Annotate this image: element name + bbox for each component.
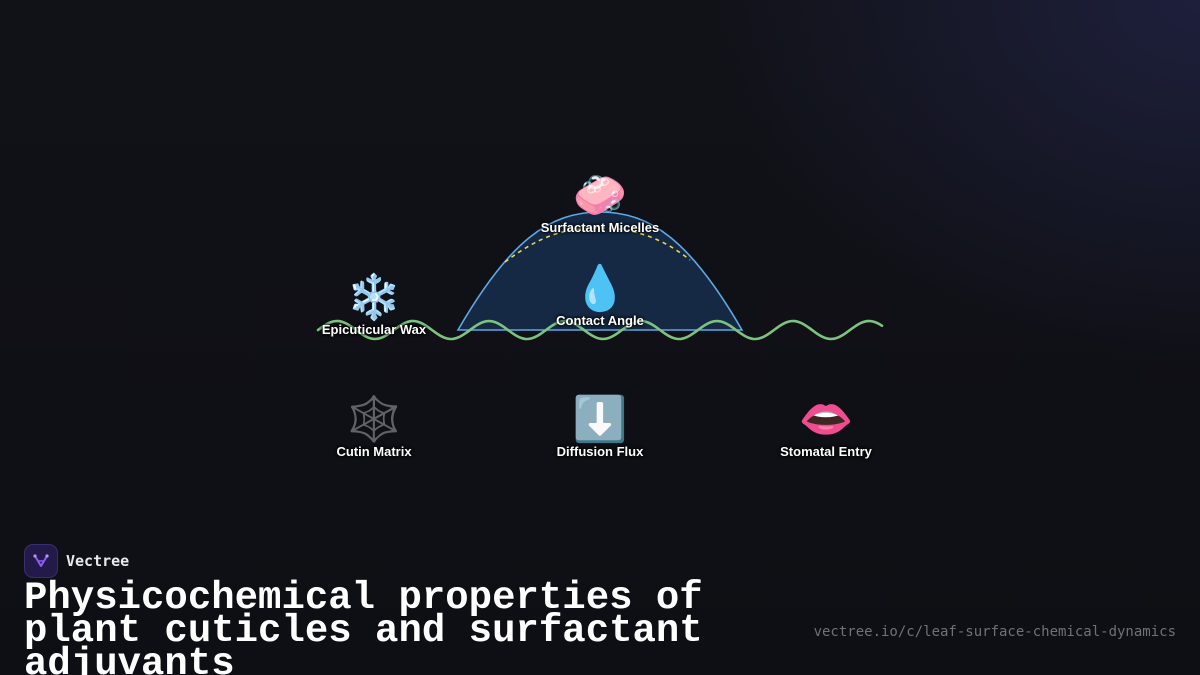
- mouth-icon: 👄: [798, 395, 854, 444]
- diffusion-flux-node: ⬇️ Diffusion Flux: [500, 395, 700, 460]
- brand: Vectree: [24, 544, 129, 578]
- surfactant-micelles-label: Surfactant Micelles: [540, 220, 660, 235]
- droplet-icon: 💧: [572, 264, 628, 313]
- contact-angle-label: Contact Angle: [556, 313, 644, 328]
- soap-icon: 🧼: [572, 171, 628, 220]
- cutin-matrix-node: 🕸️ Cutin Matrix: [274, 395, 474, 460]
- snowflake-icon: ❄️: [346, 273, 402, 322]
- diffusion-flux-label: Diffusion Flux: [556, 444, 644, 459]
- surfactant-micelles-node: 🧼 Surfactant Micelles: [500, 171, 700, 236]
- stomatal-entry-node: 👄 Stomatal Entry: [726, 395, 926, 460]
- epicuticular-wax-node: ❄️ Epicuticular Wax: [274, 273, 474, 338]
- cutin-matrix-label: Cutin Matrix: [336, 444, 412, 459]
- stomatal-entry-label: Stomatal Entry: [780, 444, 872, 459]
- vectree-logo-icon: [24, 544, 58, 578]
- brand-name: Vectree: [66, 552, 130, 570]
- spider-web-icon: 🕸️: [346, 395, 402, 444]
- page-title: Physicochemical properties of plant cuti…: [24, 576, 703, 675]
- down-arrow-icon: ⬇️: [572, 395, 628, 444]
- epicuticular-wax-label: Epicuticular Wax: [321, 322, 427, 337]
- leaf-surface-wave: [316, 319, 884, 341]
- source-url: vectree.io/c/leaf-surface-chemical-dynam…: [813, 624, 1176, 640]
- contact-angle-node: 💧 Contact Angle: [500, 264, 700, 329]
